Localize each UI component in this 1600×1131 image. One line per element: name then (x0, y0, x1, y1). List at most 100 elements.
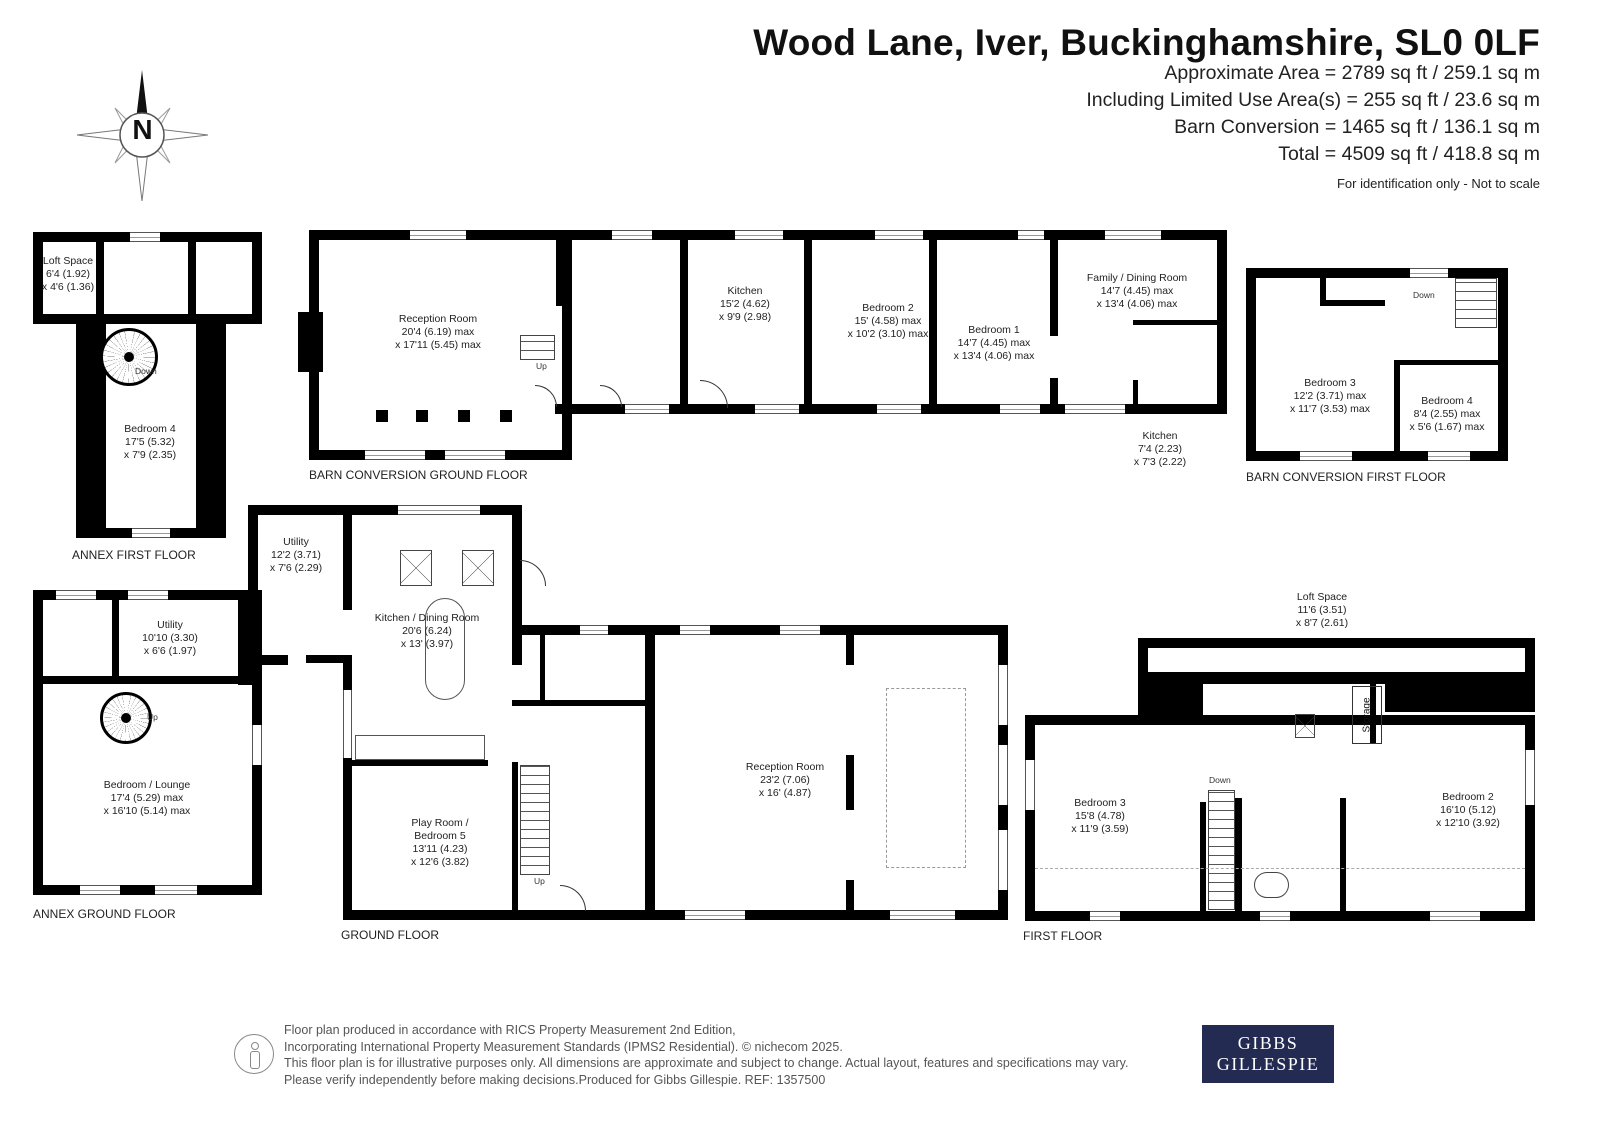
wall (512, 625, 1008, 635)
wall (680, 236, 688, 408)
barn-conversion-area: Barn Conversion = 1465 sq ft / 136.1 sq … (1174, 116, 1540, 138)
window (80, 885, 120, 895)
kitchen-units (355, 735, 485, 760)
french-doors (1065, 404, 1125, 414)
wall (1138, 638, 1535, 683)
french-doors (410, 230, 466, 240)
identification-note: For identification only - Not to scale (1336, 176, 1540, 191)
wall (1138, 672, 1535, 684)
property-address-title: Wood Lane, Iver, Buckinghamshire, SL0 0L… (753, 22, 1540, 63)
stairs-label: Up (534, 876, 545, 886)
wall (1394, 360, 1400, 455)
gibbs-gillespie-logo: GIBBS GILLESPIE (1202, 1025, 1334, 1083)
window (343, 690, 352, 758)
window (735, 230, 783, 240)
window (625, 404, 669, 414)
wall (846, 755, 854, 810)
window (1018, 230, 1044, 240)
floor-title: FIRST FLOOR (1023, 929, 1103, 943)
window (875, 230, 923, 240)
window (580, 625, 608, 635)
wall (96, 240, 104, 315)
spiral-staircase (100, 328, 158, 386)
wall (306, 655, 352, 663)
disclaimer-line: Floor plan produced in accordance with R… (284, 1023, 736, 1037)
window (1260, 911, 1290, 921)
restricted-height-line (1035, 868, 1525, 870)
wall (1050, 378, 1058, 414)
wall (1320, 300, 1385, 306)
wall (1050, 236, 1058, 336)
wall (929, 236, 937, 408)
floor-title: BARN CONVERSION GROUND FLOOR (309, 468, 528, 482)
roof-lantern (886, 688, 966, 868)
wall (846, 635, 854, 665)
window (252, 725, 262, 765)
wall (804, 236, 812, 408)
logo-line-2: GILLESPIE (1216, 1054, 1320, 1074)
spiral-staircase (100, 692, 152, 744)
stairs-label: Down (1413, 290, 1435, 300)
disclaimer-line: This floor plan is for illustrative purp… (284, 1056, 1129, 1070)
window (398, 505, 480, 515)
wall (1385, 684, 1535, 712)
wall (343, 910, 1008, 920)
staircase (520, 335, 555, 360)
window (445, 450, 505, 460)
window (1410, 268, 1448, 278)
staircase (520, 765, 550, 875)
door (520, 560, 546, 586)
window (998, 665, 1008, 725)
floor-title: GROUND FLOOR (341, 928, 440, 942)
wall (1370, 684, 1376, 744)
window (877, 404, 921, 414)
window (1000, 404, 1040, 414)
compass-north-label: N (132, 114, 153, 145)
window (890, 910, 955, 920)
room-label-storage: Storage (1361, 697, 1373, 733)
wall (1235, 798, 1242, 912)
wall (1138, 684, 1203, 716)
disclaimer-text: Floor plan produced in accordance with R… (284, 1022, 1128, 1088)
stairs-label: Down (1209, 775, 1231, 785)
wall (40, 676, 245, 684)
compass-rose-icon: N (75, 68, 210, 203)
skylight (400, 550, 432, 586)
wall (1133, 380, 1138, 414)
window (680, 625, 710, 635)
floor-title: BARN CONVERSION FIRST FLOOR (1246, 470, 1446, 484)
approximate-area: Approximate Area = 2789 sq ft / 259.1 sq… (1164, 62, 1540, 84)
wall (512, 762, 518, 912)
wall (1133, 320, 1221, 325)
wall (645, 625, 655, 920)
wall (1340, 798, 1346, 912)
window (132, 528, 170, 538)
window (1025, 760, 1035, 810)
wall (188, 240, 196, 315)
window (612, 230, 652, 240)
staircase (1208, 790, 1235, 910)
wall (1320, 276, 1326, 306)
stairs-label: Down (135, 366, 157, 376)
staircase (1455, 278, 1497, 328)
window (128, 590, 168, 600)
limited-use-area: Including Limited Use Area(s) = 255 sq f… (1086, 89, 1540, 111)
wall (512, 700, 645, 706)
window (1525, 750, 1535, 805)
skylight (1295, 714, 1315, 738)
bath-icon (1254, 872, 1289, 898)
kitchen-island (425, 598, 465, 700)
window (755, 404, 799, 414)
wall (1400, 360, 1500, 365)
disclaimer-line: Please verify independently before makin… (284, 1072, 826, 1087)
